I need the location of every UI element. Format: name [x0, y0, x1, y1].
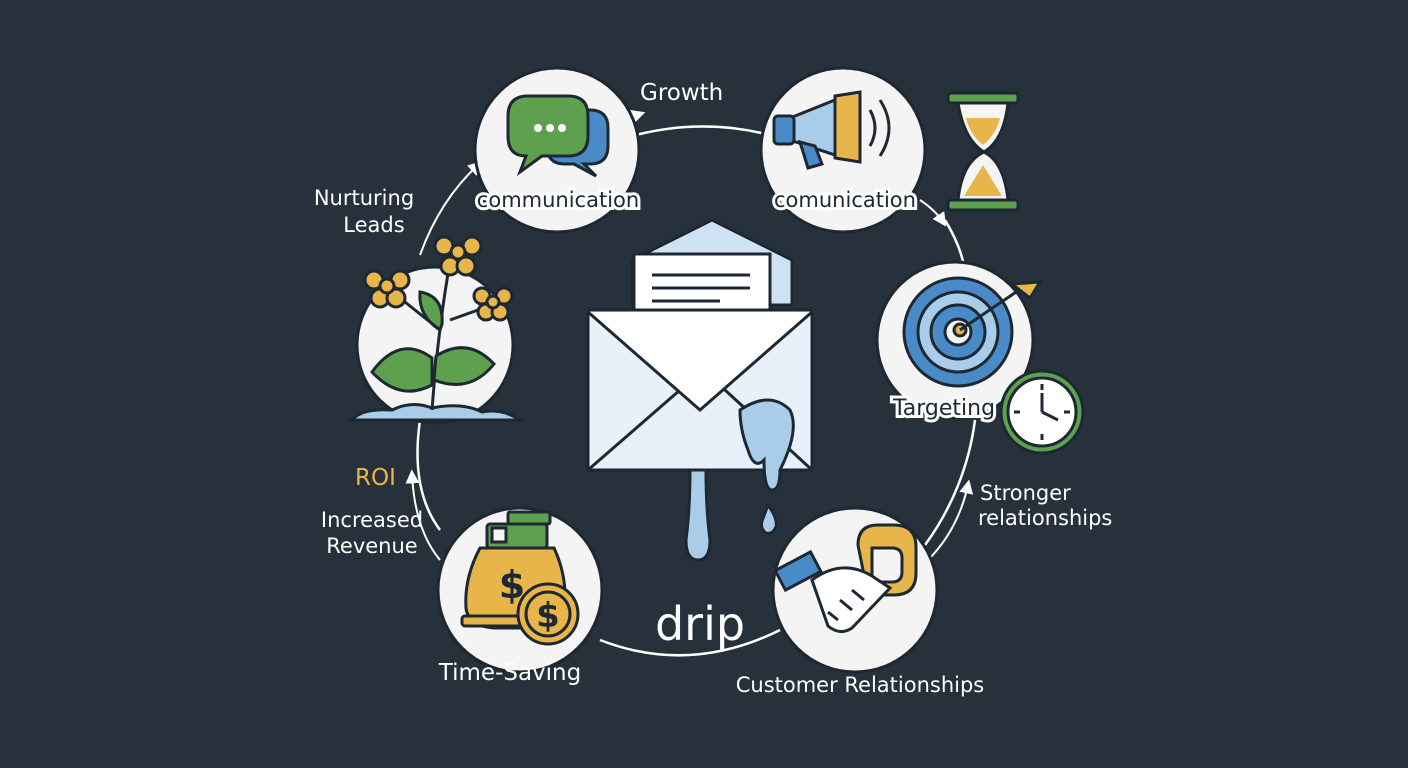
cycle-ring [416, 125, 977, 657]
coin-icon [516, 582, 580, 646]
node-target-label: Targeting [892, 396, 995, 421]
arrow-nurturing [419, 161, 483, 256]
label-nurturing-line1: Nurturing [314, 186, 414, 210]
chat-bubbles-icon [506, 94, 610, 178]
node-plant [348, 235, 525, 425]
label-stronger-line1: Stronger [980, 481, 1071, 505]
flower-icon [363, 235, 514, 322]
node-target: Targeting [875, 260, 1043, 424]
node-chat: communication [473, 66, 642, 234]
label-nurturing-line2: Leads [343, 213, 404, 237]
label-stronger-line2: relationships [978, 506, 1112, 530]
label-increased-line2: Revenue [326, 534, 417, 558]
node-money: $ $ [436, 506, 604, 674]
node-chat-label: communication [477, 188, 639, 212]
hourglass-icon [946, 91, 1020, 212]
label-time-saving: Time-Saving [438, 660, 581, 686]
coin-dollar: $ [536, 596, 560, 636]
clock-icon [999, 369, 1085, 455]
label-drip: drip [655, 597, 745, 651]
label-growth: Growth [640, 80, 723, 106]
handshake-icon [773, 523, 918, 633]
arrow-megaphone [919, 199, 947, 227]
label-customer-relationships: Customer Relationships [736, 673, 985, 697]
node-megaphone: comunication [759, 66, 927, 234]
node-megaphone-label: comunication [774, 188, 916, 212]
envelope-icon [586, 218, 814, 562]
label-roi: ROI [355, 465, 396, 491]
arrow-roi [405, 469, 441, 561]
arrow-stronger [927, 479, 974, 561]
megaphone-icon [772, 90, 891, 170]
node-handshake [771, 506, 939, 674]
target-icon [902, 276, 1043, 388]
label-increased-line1: Increased [321, 508, 423, 532]
